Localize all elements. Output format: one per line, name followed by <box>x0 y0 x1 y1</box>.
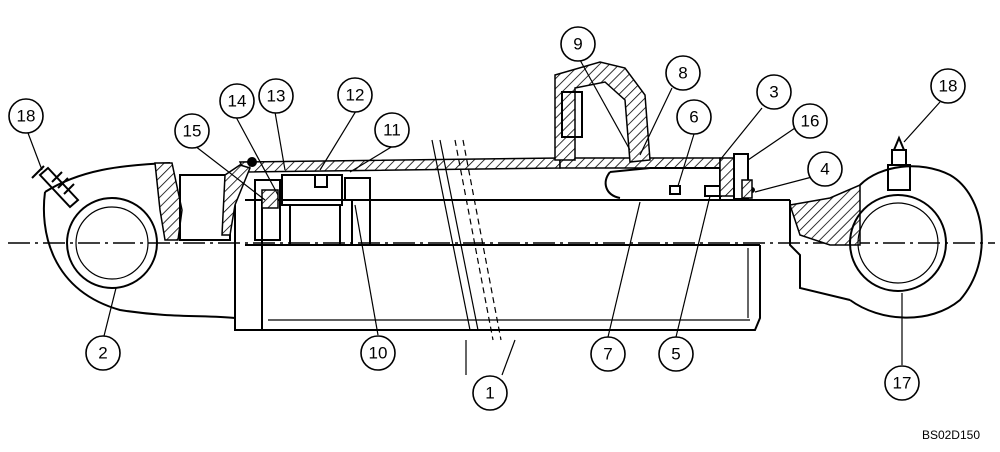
rod-eye <box>789 165 983 319</box>
svg-text:4: 4 <box>820 160 829 179</box>
svg-text:9: 9 <box>573 35 582 54</box>
svg-text:18: 18 <box>17 107 36 126</box>
break-lines <box>431 139 502 341</box>
grease-fitting-right <box>887 135 911 191</box>
svg-text:18: 18 <box>939 77 958 96</box>
svg-text:15: 15 <box>183 122 202 141</box>
callout-5: 5 <box>658 336 694 372</box>
svg-text:3: 3 <box>769 83 778 102</box>
svg-text:13: 13 <box>267 87 286 106</box>
callout-9: 9 <box>560 26 596 62</box>
grease-fitting-left <box>31 165 80 209</box>
svg-text:14: 14 <box>228 92 247 111</box>
base-eye <box>42 162 262 331</box>
callout-4: 4 <box>807 151 843 187</box>
svg-text:11: 11 <box>383 121 401 140</box>
callout-11: 11 <box>374 112 410 148</box>
leader-lines <box>27 59 941 376</box>
svg-text:5: 5 <box>671 345 680 364</box>
svg-text:7: 7 <box>603 345 612 364</box>
cylinder-barrel <box>234 157 790 331</box>
callout-2: 2 <box>85 335 121 371</box>
callout-16: 16 <box>792 103 828 139</box>
svg-text:16: 16 <box>801 112 820 131</box>
callout-12: 12 <box>337 77 373 113</box>
svg-text:6: 6 <box>689 108 698 127</box>
callout-8: 8 <box>665 55 701 91</box>
callout-14: 14 <box>219 83 255 119</box>
svg-text:17: 17 <box>893 374 912 393</box>
callout-17: 17 <box>884 365 920 401</box>
callout-15: 15 <box>174 113 210 149</box>
callout-6: 6 <box>676 99 712 135</box>
callout-3: 3 <box>756 74 792 110</box>
rod-gland <box>604 153 755 200</box>
callout-1: 1 <box>472 375 508 411</box>
svg-text:1: 1 <box>485 384 494 403</box>
callout-18-right: 18 <box>930 68 966 104</box>
svg-text:12: 12 <box>346 86 365 105</box>
hydraulic-port <box>554 61 651 163</box>
callout-10: 10 <box>360 335 396 371</box>
diagram-code: BS02D150 <box>921 428 980 442</box>
svg-text:8: 8 <box>678 64 687 83</box>
callout-7: 7 <box>590 336 626 372</box>
callout-13: 13 <box>258 78 294 114</box>
svg-text:10: 10 <box>369 344 388 363</box>
svg-text:2: 2 <box>98 344 107 363</box>
callout-18-left: 18 <box>8 98 44 134</box>
